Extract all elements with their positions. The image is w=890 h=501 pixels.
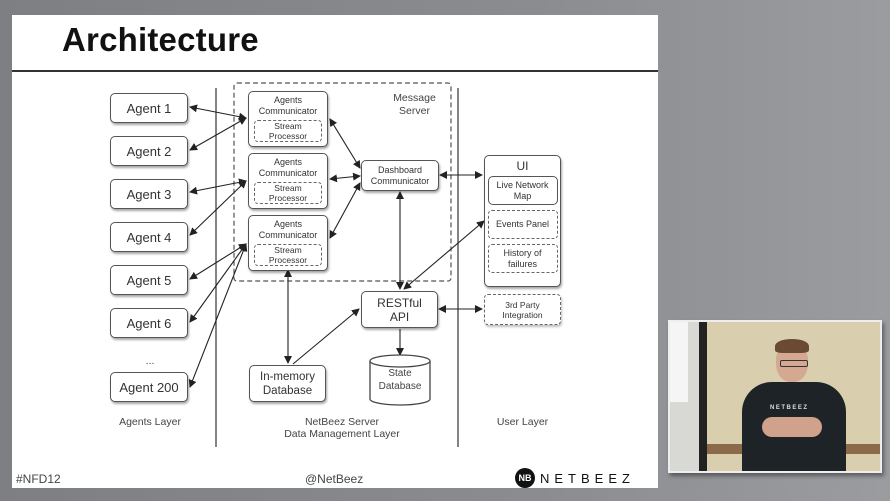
in-memory-database-box: In-memory Database <box>249 365 326 402</box>
footer-hashtag: #NFD12 <box>16 472 61 486</box>
agent-label: Agent 4 <box>126 229 172 245</box>
agents-layer-label: Agents Layer <box>119 416 181 428</box>
dashboard-communicator-box: Dashboard Communicator <box>361 160 439 191</box>
link-agent1 <box>189 104 247 121</box>
third-party-integration-box: 3rd Party Integration <box>484 294 561 325</box>
server-layer-label-line2: Data Management Layer <box>284 428 400 440</box>
link-agent5 <box>189 243 247 280</box>
link-comm2-dashboard <box>329 172 361 183</box>
agent-box: Agent 3 <box>110 179 188 209</box>
agent-box: Agent 5 <box>110 265 188 295</box>
state-database-cylinder <box>369 354 431 406</box>
third-party-integration-label: 3rd Party Integration <box>502 299 543 320</box>
link-agent6 <box>189 243 247 323</box>
agent-box: Agent 2 <box>110 136 188 166</box>
agents-communicator-box: Agents Communicator Stream Processor <box>248 91 328 147</box>
restful-api-label: RESTful API <box>377 295 422 324</box>
ui-item-label: Events Panel <box>495 219 550 229</box>
agent-label: Agent 1 <box>126 100 172 116</box>
agent-label: Agent 2 <box>126 143 172 159</box>
link-inmemory-rest <box>292 308 360 365</box>
link-comm1-dashboard <box>329 118 361 169</box>
link-agent2 <box>189 117 247 151</box>
presentation-slide: Architecture <box>12 15 658 488</box>
history-of-failures-box: History of failures <box>487 244 558 273</box>
ui-item-label: History of failures <box>503 247 542 269</box>
speaker-hands <box>762 417 822 437</box>
state-database-label: State Database <box>378 368 422 392</box>
agents-communicator-label: Agents Communicator <box>258 219 318 240</box>
events-panel-box: Events Panel <box>487 210 558 239</box>
agent-box: Agent 4 <box>110 222 188 252</box>
agent-label: Agent 200 <box>119 379 179 395</box>
netbeez-logo-text: NETBEEZ <box>540 470 635 486</box>
agents-communicator-box: Agents Communicator Stream Processor <box>248 153 328 209</box>
agent-box: Agent 6 <box>110 308 188 338</box>
ui-item-label: Live Network Map <box>496 179 549 201</box>
agent-box: Agent 1 <box>110 93 188 123</box>
stream-processor-box: Stream Processor <box>254 120 322 142</box>
live-network-map-box: Live Network Map <box>487 176 558 205</box>
agent-label: Agent 3 <box>126 186 172 202</box>
link-ui-rest <box>403 220 485 290</box>
screen-white-panel <box>670 322 688 402</box>
speaker-glasses <box>780 360 808 367</box>
in-memory-database-label: In-memory Database <box>260 370 315 397</box>
agent-box: Agent 200 <box>110 372 188 402</box>
link-agent3 <box>189 178 247 195</box>
stream-processor-label: Stream Processor <box>268 245 308 265</box>
agents-communicator-label: Agents Communicator <box>258 95 318 116</box>
link-agent4 <box>189 180 247 236</box>
agents-ellipsis: ... <box>145 355 155 367</box>
agent-label: Agent 5 <box>126 272 172 288</box>
ui-title: UI <box>516 159 529 173</box>
link-agent200 <box>188 243 248 388</box>
title-divider <box>12 70 658 72</box>
stream-processor-label: Stream Processor <box>268 121 308 141</box>
stream-processor-box: Stream Processor <box>254 182 322 204</box>
dashboard-communicator-label: Dashboard Communicator <box>370 164 430 186</box>
wall-pillar <box>699 322 707 471</box>
message-server-label: Message Server <box>393 92 436 117</box>
netbeez-logo: NB NETBEEZ <box>515 468 635 488</box>
speaker-camera-inset: NETBEEZ <box>668 320 882 473</box>
netbeez-logo-badge-icon: NB <box>515 468 535 488</box>
restful-api-box: RESTful API <box>361 291 438 328</box>
speaker-hair <box>775 339 809 353</box>
stream-processor-box: Stream Processor <box>254 244 322 266</box>
server-layer-label-line1: NetBeez Server <box>304 416 380 428</box>
agent-label: Agent 6 <box>126 315 172 331</box>
link-comm3-dashboard <box>329 182 361 239</box>
slide-title: Architecture <box>62 21 259 58</box>
shirt-logo: NETBEEZ <box>770 405 809 411</box>
architecture-connectors <box>188 82 485 447</box>
agents-communicator-label: Agents Communicator <box>258 157 318 178</box>
agents-communicator-box: Agents Communicator Stream Processor <box>248 215 328 271</box>
ui-box: UI Live Network Map Events Panel History… <box>484 155 561 287</box>
stream-processor-label: Stream Processor <box>268 183 308 203</box>
user-layer-label: User Layer <box>496 416 549 428</box>
footer-handle: @NetBeez <box>305 472 364 486</box>
